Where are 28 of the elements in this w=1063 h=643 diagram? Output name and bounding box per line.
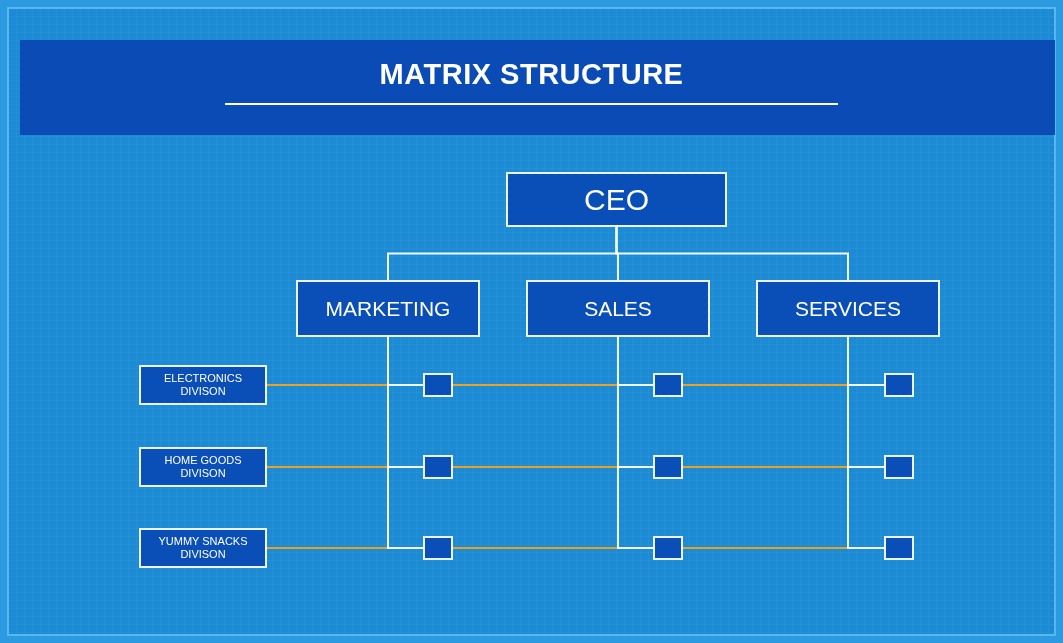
intersection-box <box>884 455 914 479</box>
division-box <box>139 447 267 487</box>
intersection-box <box>884 536 914 560</box>
intersection-box <box>423 373 453 397</box>
department-box <box>506 172 727 227</box>
department-box <box>756 280 940 337</box>
box-label: HOME GOODS DIVISON <box>163 453 243 481</box>
division-box <box>139 365 267 405</box>
box-label: MARKETING <box>325 295 451 322</box>
box-label: ELECTRONICS DIVISON <box>162 371 244 399</box>
intersection-box <box>423 536 453 560</box>
intersection-box <box>653 455 683 479</box>
connector-line <box>387 336 424 549</box>
intersection-box <box>653 373 683 397</box>
intersection-box <box>653 536 683 560</box>
department-box <box>296 280 480 337</box>
intersection-box <box>884 373 914 397</box>
box-label: CEO <box>584 181 649 218</box>
connector-line <box>617 336 654 549</box>
department-box <box>526 280 710 337</box>
connector-line <box>847 336 885 549</box>
box-label: SALES <box>584 295 652 322</box>
division-box <box>139 528 267 568</box>
box-label: YUMMY SNACKS DIVISON <box>157 534 249 562</box>
connector-line <box>615 226 849 281</box>
box-label: SERVICES <box>795 295 901 322</box>
intersection-box <box>423 455 453 479</box>
title: MATRIX STRUCTURE <box>378 58 685 91</box>
